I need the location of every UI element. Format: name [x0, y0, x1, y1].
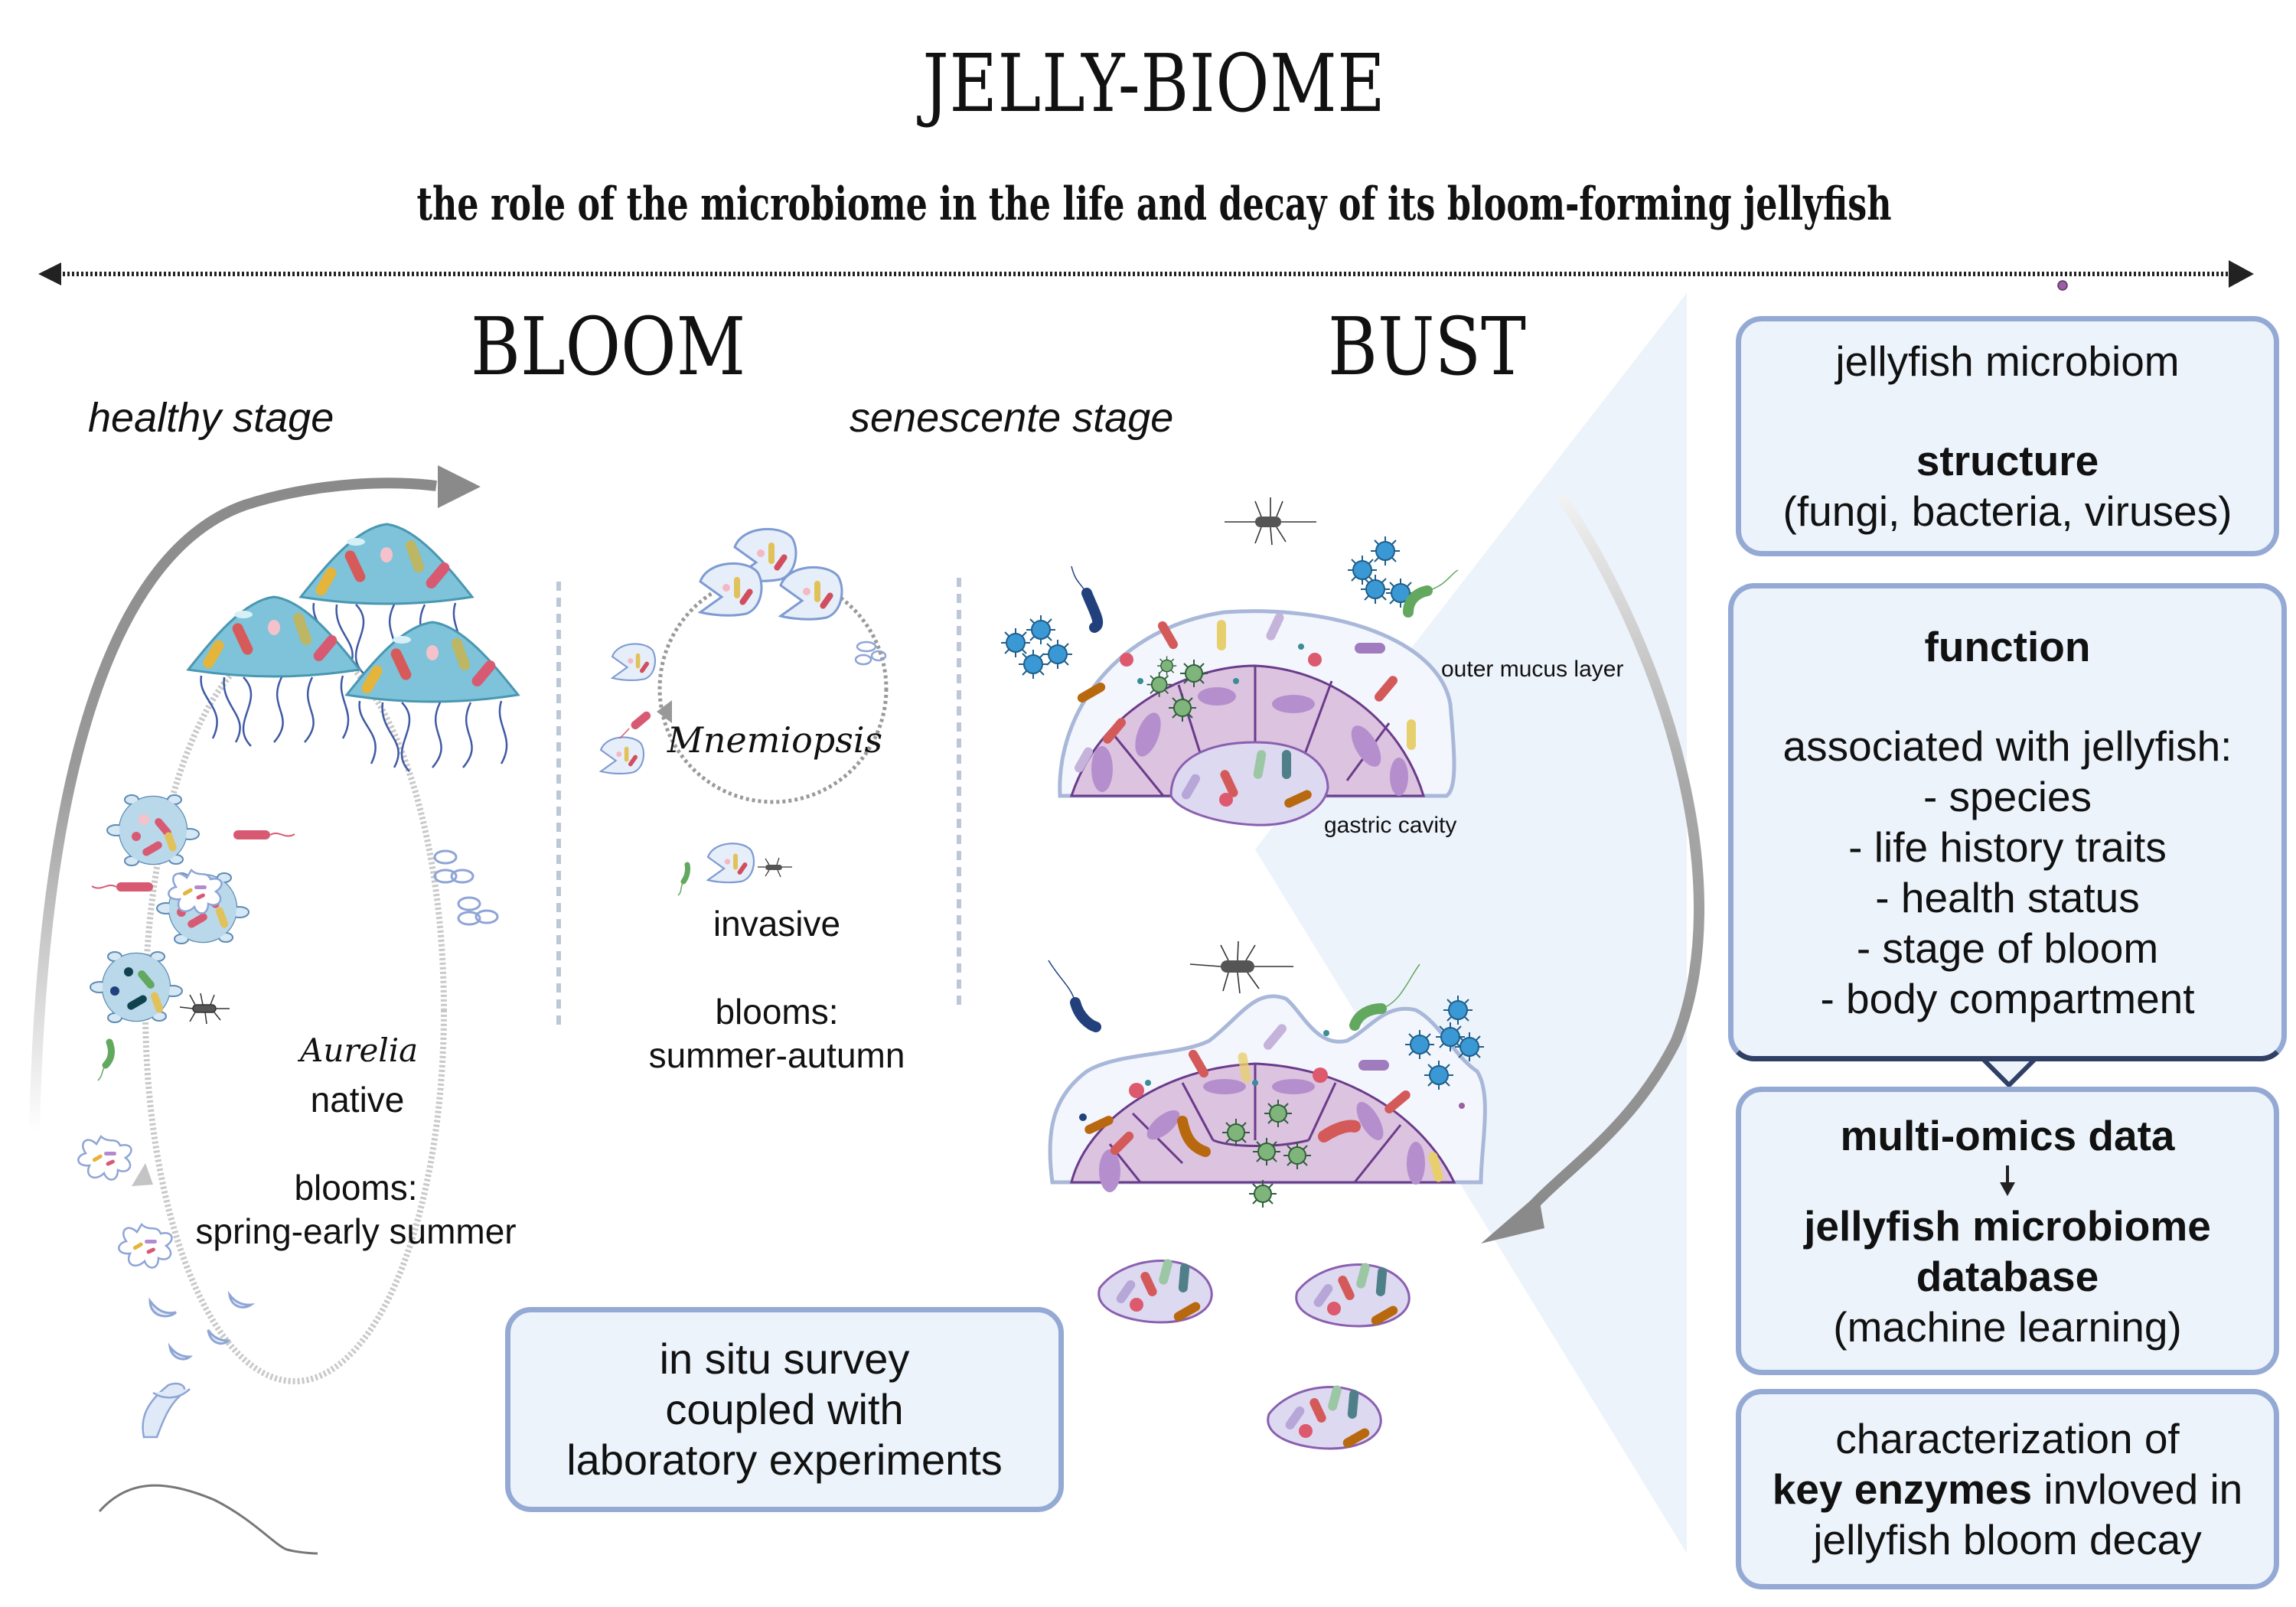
down-arrow-icon — [2000, 1165, 2015, 1196]
mnemiopsis-genus-label: Mnemiopsis — [667, 719, 883, 761]
cycle-arrowhead — [132, 1163, 153, 1186]
function-box-tail — [1976, 1056, 2042, 1089]
ctenophore — [699, 562, 763, 617]
aurelia-blooms-label: blooms: — [294, 1168, 418, 1208]
enzymes-box: characterization of key enzymes invloved… — [1736, 1389, 2279, 1589]
decay-arrow — [1481, 493, 1704, 1244]
enzymes-line2-rest: invloved in — [2032, 1465, 2243, 1513]
enzymes-line3: jellyfish bloom decay — [1813, 1516, 2202, 1563]
zoom-wedge — [1255, 293, 1687, 1553]
survey-method-box: in situ survey coupled with laboratory e… — [505, 1307, 1064, 1512]
survey-line: coupled with — [665, 1385, 904, 1433]
bacterium-red — [91, 882, 153, 892]
function-item: - life history traits — [1848, 823, 2167, 871]
poster-subtitle: the role of the microbiome in the life a… — [416, 178, 1892, 231]
bacterium-dark — [179, 993, 230, 1025]
planula-larva — [89, 950, 184, 1024]
bust-heading: BUST — [1328, 300, 1526, 393]
mnemiopsis-cycle-loop — [657, 573, 889, 804]
planula-larva — [106, 794, 201, 867]
strobila-discs — [148, 1290, 256, 1361]
function-title: function — [1924, 622, 2091, 670]
survey-line: in situ survey — [659, 1335, 910, 1383]
tissue-debris — [1097, 1257, 1213, 1325]
aurelia-blooms-season: spring-early summer — [195, 1211, 517, 1251]
omics-box: multi-omics data jellyfish microbiome da… — [1736, 1087, 2279, 1375]
tissue-section-senescent — [1000, 497, 1459, 826]
ctenophore — [706, 843, 755, 884]
mnemiopsis-status-label: invasive — [713, 904, 841, 944]
tissue-section-decaying — [1048, 940, 1487, 1208]
structure-detail: (fungi, bacteria, viruses) — [1782, 487, 2232, 535]
gastric-cavity-label: gastric cavity — [1324, 813, 1457, 838]
function-item: - health status — [1875, 873, 2140, 921]
ctenophore — [611, 643, 657, 682]
bloom-growth-arrow — [29, 465, 481, 1133]
bacterium-dark — [758, 857, 792, 878]
function-item: - species — [1923, 772, 2092, 820]
omics-title: multi-omics data — [1840, 1111, 2175, 1159]
mnemiopsis-blooms-season: summer-autumn — [648, 1035, 905, 1075]
omics-detail: (machine learning) — [1833, 1302, 2182, 1351]
aurelia-medusa — [345, 621, 520, 773]
mnemiopsis-blooms-label: blooms: — [715, 992, 839, 1032]
bloom-heading: BLOOM — [471, 300, 746, 393]
function-intro: associated with jellyfish: — [1782, 722, 2232, 770]
bacterium-red — [619, 711, 651, 739]
ephyra — [77, 1135, 132, 1181]
cysts — [854, 641, 887, 666]
poster-title: JELLY-BIOME — [922, 37, 1386, 130]
tissue-debris — [1295, 1260, 1411, 1328]
substrate-line — [98, 1484, 318, 1555]
mucus-particle — [2057, 280, 2068, 291]
key-enzymes-emphasis: key enzymes — [1772, 1465, 2033, 1513]
cycle-arrowhead — [657, 700, 672, 723]
senescent-stage-label: senescente stage — [850, 395, 1174, 441]
structure-box: jellyfish microbiom structure (fungi, ba… — [1736, 316, 2279, 556]
bacterium-green — [97, 1038, 115, 1081]
ctenophore — [779, 566, 843, 621]
ctenophore — [599, 736, 645, 775]
polyp — [142, 1382, 191, 1439]
aurelia-genus-label: Aurelia — [300, 1032, 419, 1069]
aurelia-status-label: native — [310, 1080, 405, 1120]
aurelia-medusa — [187, 595, 361, 748]
bacterium-green — [677, 862, 690, 896]
structure-heading: jellyfish microbiom — [1835, 337, 2180, 385]
outer-mucus-layer-label: outer mucus layer — [1441, 657, 1624, 682]
function-item: - stage of bloom — [1856, 924, 2159, 972]
timeline-arrow — [38, 260, 2254, 288]
enzymes-line2: key enzymes invloved in — [1773, 1464, 2243, 1514]
survey-line: laboratory experiments — [566, 1436, 1003, 1484]
function-item: - body compartment — [1820, 974, 2195, 1022]
function-box: function associated with jellyfish: - sp… — [1728, 583, 2287, 1061]
bacterium-red — [233, 830, 295, 839]
cysts — [433, 849, 499, 926]
enzymes-line1: characterization of — [1835, 1415, 2180, 1462]
database-title-line2: database — [1916, 1252, 2099, 1300]
structure-title: structure — [1916, 437, 2099, 484]
tissue-debris — [1267, 1383, 1382, 1451]
healthy-stage-label: healthy stage — [88, 395, 334, 441]
database-title-line1: jellyfish microbiome — [1804, 1201, 2211, 1250]
